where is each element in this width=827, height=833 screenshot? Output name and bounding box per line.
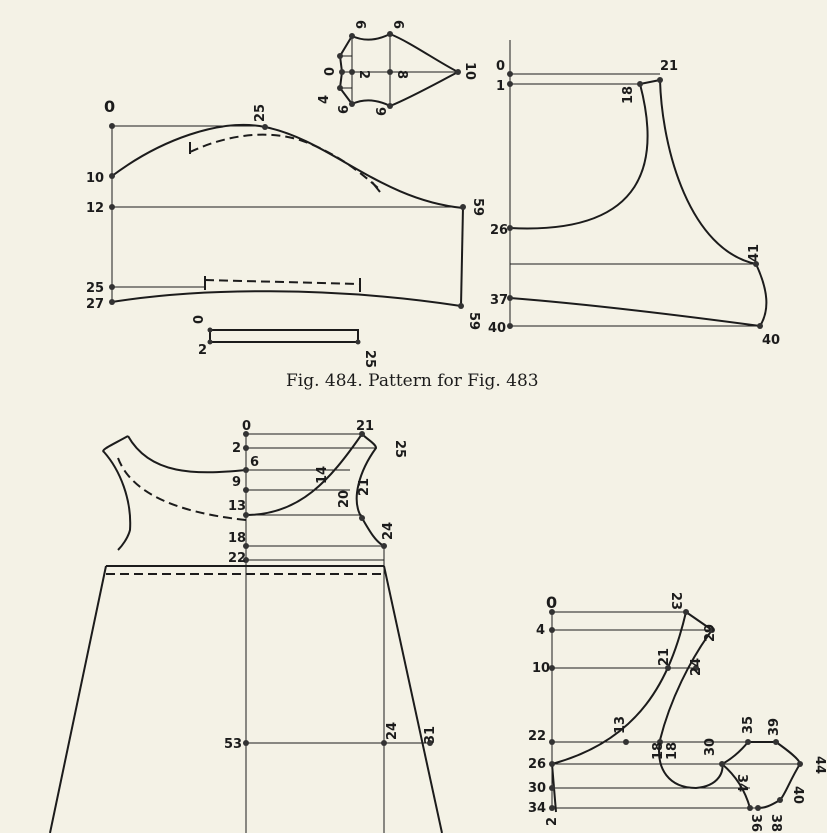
label: 1: [496, 79, 505, 94]
label: 26: [490, 223, 508, 238]
label: 36: [748, 814, 763, 832]
label: 21: [357, 478, 372, 496]
label: 34: [528, 801, 546, 816]
label: 25: [362, 350, 377, 368]
label: 38: [768, 814, 783, 832]
label: 29: [703, 624, 718, 642]
label: 18: [228, 531, 246, 546]
label: 59: [466, 312, 481, 330]
label: 27: [86, 297, 104, 312]
label: 40: [762, 333, 780, 348]
label: 18: [665, 742, 680, 760]
label: 9: [232, 475, 241, 490]
label: 0: [104, 97, 115, 116]
label: 0: [496, 59, 505, 74]
label: 30: [528, 781, 546, 796]
band-pattern: 0 2 25: [192, 315, 377, 368]
label: 6: [352, 20, 367, 29]
label: 31: [423, 726, 438, 744]
label: 41: [747, 244, 762, 262]
label: 12: [86, 201, 104, 216]
label: 0: [323, 67, 338, 76]
label: 10: [86, 171, 104, 186]
label: 2: [232, 441, 241, 456]
figure-caption: Fig. 484. Pattern for Fig. 483: [286, 371, 539, 391]
label: 26: [528, 757, 546, 772]
label: 6: [250, 455, 259, 470]
label: 34: [734, 774, 749, 792]
label: 59: [470, 198, 485, 216]
label: 4: [317, 95, 332, 104]
label: 23: [668, 592, 683, 610]
label: 40: [790, 786, 805, 804]
label: 6: [337, 105, 352, 114]
label: 4: [536, 623, 545, 638]
label: 2: [198, 343, 207, 358]
label: 35: [741, 716, 756, 734]
label: 6: [390, 20, 405, 29]
label: 8: [394, 70, 409, 79]
label: 18: [651, 742, 666, 760]
label: 40: [488, 321, 506, 336]
label: 22: [528, 729, 546, 744]
label: 25: [86, 281, 104, 296]
label: 0: [242, 419, 251, 434]
label: 13: [613, 716, 628, 734]
label: 20: [337, 490, 352, 508]
label: 39: [767, 718, 782, 736]
label: 2: [545, 817, 560, 826]
back-yoke-pattern: 0 1 21 18 26 41 37 40 40: [488, 40, 780, 348]
label: 21: [660, 59, 678, 74]
label: 13: [228, 499, 246, 514]
label: 10: [532, 661, 550, 676]
label: 2: [356, 70, 371, 79]
label: 21: [657, 648, 672, 666]
label: 6: [375, 107, 390, 116]
label: 25: [253, 104, 268, 122]
label: 0: [192, 315, 207, 324]
label: 22: [228, 551, 246, 566]
lower-right-pattern: 0 23 4 29 10 21 24 22 13 18 18 30 35 39 …: [528, 592, 827, 832]
label: 14: [315, 466, 330, 484]
label: 24: [381, 522, 396, 540]
label: 24: [385, 722, 400, 740]
label: 37: [490, 293, 508, 308]
sleeve-pattern: 0 25 10 12 59 25 27 59: [86, 97, 485, 330]
label: 0: [546, 593, 557, 612]
gusset-pattern: 6 6 0 2 8 4 6 6 10: [317, 20, 477, 116]
label: 44: [812, 756, 827, 774]
label: 21: [356, 419, 374, 434]
label: 53: [224, 737, 242, 752]
label: 18: [621, 86, 636, 104]
front-body-pattern: 0 2 21 25 6 9 14 21 13 20 18 24 22 53 24…: [49, 419, 443, 833]
label: 10: [462, 62, 477, 80]
label: 24: [689, 658, 704, 676]
label: 30: [703, 738, 718, 756]
label: 25: [392, 440, 407, 458]
